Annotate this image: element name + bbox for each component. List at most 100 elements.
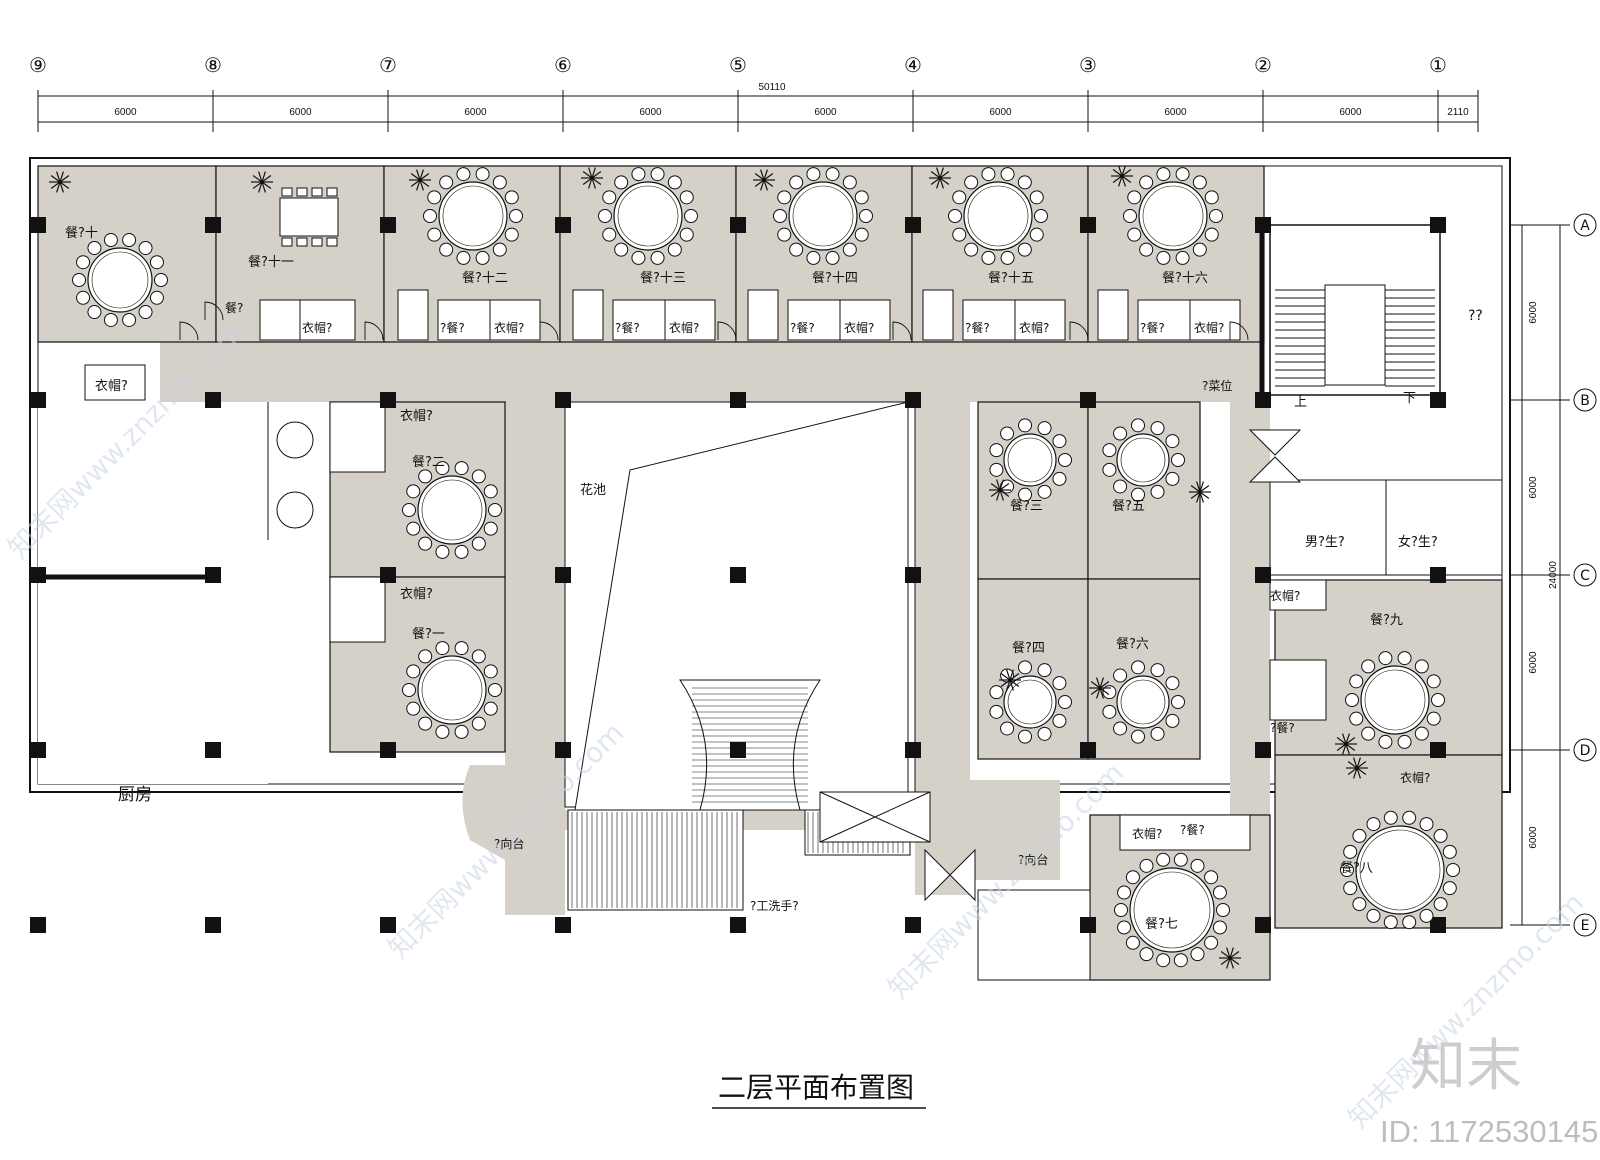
chair xyxy=(435,724,450,739)
cloakroom xyxy=(1189,299,1241,341)
chair xyxy=(1165,434,1180,449)
axis-label: ④ xyxy=(904,55,922,77)
table-top xyxy=(438,181,508,251)
middle-rooms xyxy=(977,401,1201,760)
column xyxy=(1430,917,1446,933)
chair xyxy=(1204,190,1219,205)
cloak-label-r1: 衣帽? xyxy=(400,586,433,602)
axis-label: B xyxy=(1580,393,1590,409)
axis-bubble xyxy=(1573,563,1597,587)
door-swing xyxy=(1229,321,1249,341)
table-top xyxy=(1003,433,1057,487)
chair xyxy=(789,242,804,257)
door-swing xyxy=(204,301,224,321)
chair xyxy=(402,683,416,697)
chair xyxy=(989,685,1004,700)
chair xyxy=(418,649,433,664)
chair xyxy=(1150,726,1165,741)
bay-dimension: 6000 xyxy=(289,107,312,118)
chair xyxy=(1052,434,1067,449)
axis-label: A xyxy=(1580,218,1590,234)
chair xyxy=(1378,734,1393,749)
cloak-label: 衣帽? xyxy=(1194,320,1224,335)
column xyxy=(205,567,221,583)
room-label-14: 餐?十四 xyxy=(812,270,858,286)
plant xyxy=(929,167,951,189)
chair xyxy=(1173,953,1188,968)
chair xyxy=(1018,418,1033,433)
chair xyxy=(402,503,416,517)
chair xyxy=(1139,175,1154,190)
room-label-5: 餐?五 xyxy=(1112,498,1145,514)
chair xyxy=(454,544,469,559)
chair xyxy=(509,209,523,223)
plant xyxy=(251,171,273,193)
axis-label: ③ xyxy=(1079,55,1097,77)
cloakroom xyxy=(489,299,541,341)
chair xyxy=(806,167,821,182)
room-label-2: 餐?二 xyxy=(412,454,445,470)
cloak-label: 衣帽? xyxy=(844,320,874,335)
column xyxy=(1430,567,1446,583)
chair xyxy=(1343,881,1358,896)
serve-label: ?餐? xyxy=(440,320,465,335)
chair xyxy=(1000,250,1015,265)
door-swing xyxy=(1069,321,1089,341)
chair xyxy=(1139,947,1154,962)
cloak-label: 衣帽? xyxy=(302,320,332,335)
chair xyxy=(1102,704,1117,719)
chair xyxy=(1113,479,1128,494)
chair xyxy=(1156,852,1171,867)
column xyxy=(30,392,46,408)
chair xyxy=(1018,487,1033,502)
chair xyxy=(435,641,450,656)
chair xyxy=(1131,660,1146,675)
plant xyxy=(1111,165,1133,187)
chair xyxy=(602,227,617,242)
cloakroom xyxy=(299,299,356,341)
chair xyxy=(777,227,792,242)
column xyxy=(730,917,746,933)
double-door xyxy=(1248,429,1302,483)
room-label-16: 餐?十六 xyxy=(1162,270,1208,286)
serve-label-7: ?餐? xyxy=(1180,822,1205,837)
chair xyxy=(1150,663,1165,678)
chair xyxy=(427,190,442,205)
serve-label: ?餐? xyxy=(965,320,990,335)
chair xyxy=(825,250,840,265)
chair xyxy=(989,443,1004,458)
chair xyxy=(439,242,454,257)
chair xyxy=(948,209,962,223)
chair xyxy=(1402,810,1417,825)
chair xyxy=(1113,721,1128,736)
drawing-title: 二层平面布置图 xyxy=(718,1071,914,1104)
chair xyxy=(1414,726,1429,741)
column xyxy=(555,917,571,933)
chair xyxy=(952,190,967,205)
chair xyxy=(1037,663,1052,678)
chair xyxy=(1131,487,1146,502)
table-top xyxy=(963,181,1033,251)
chair xyxy=(1113,668,1128,683)
plant xyxy=(989,479,1011,501)
chair xyxy=(777,190,792,205)
column xyxy=(730,217,746,233)
corridor xyxy=(160,340,1270,915)
axis-label: ⑧ xyxy=(204,55,222,77)
rect-table xyxy=(279,187,339,247)
chair xyxy=(1433,828,1448,843)
chair xyxy=(149,290,164,305)
chair xyxy=(1431,693,1445,707)
column xyxy=(730,392,746,408)
chair xyxy=(1442,844,1457,859)
column xyxy=(905,567,921,583)
column xyxy=(730,567,746,583)
chair xyxy=(1340,863,1354,877)
plant xyxy=(49,171,71,193)
table-top xyxy=(417,475,487,545)
chair xyxy=(471,536,486,551)
column xyxy=(1430,742,1446,758)
chair xyxy=(1017,175,1032,190)
axis-label: ⑥ xyxy=(554,55,572,77)
chair xyxy=(1397,651,1412,666)
